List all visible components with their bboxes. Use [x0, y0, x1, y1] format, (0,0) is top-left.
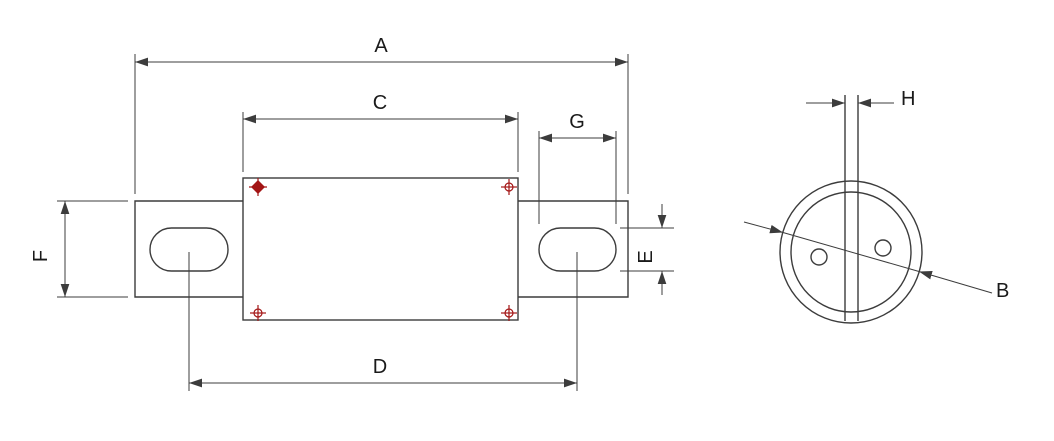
dim-f-label: F [30, 250, 52, 262]
corner-marker-icon [250, 305, 266, 321]
small-hole-right [874, 239, 892, 257]
dim-g-label: G [569, 111, 585, 133]
dim-h-label: H [901, 88, 915, 110]
corner-marker-icon [501, 305, 517, 321]
corner-markers [249, 178, 517, 321]
part-outline [134, 177, 629, 321]
front-view: A C G F E [30, 35, 674, 391]
dim-E: E [620, 204, 674, 295]
dim-D: D [188, 252, 578, 391]
dim-a-label: A [374, 35, 388, 57]
dim-C: C [242, 92, 519, 172]
small-hole-left [810, 248, 828, 266]
side-outline [779, 95, 923, 324]
dim-b-label: B [996, 280, 1009, 302]
corner-marker-filled-icon [249, 178, 267, 196]
side-view: H B [743, 88, 1009, 324]
body-rectangle [242, 177, 519, 321]
dim-d-label: D [373, 356, 387, 378]
dim-F: F [30, 200, 128, 298]
dim-c-label: C [373, 92, 387, 114]
dim-B: B [743, 221, 1009, 302]
dim-H: H [806, 88, 915, 110]
outer-circle [779, 180, 923, 324]
inner-circle [790, 191, 912, 313]
dim-A: A [134, 35, 629, 194]
dim-e-label: E [635, 250, 657, 263]
corner-marker-icon [501, 179, 517, 195]
right-tab-outline [518, 200, 629, 298]
dim-G: G [538, 111, 617, 224]
